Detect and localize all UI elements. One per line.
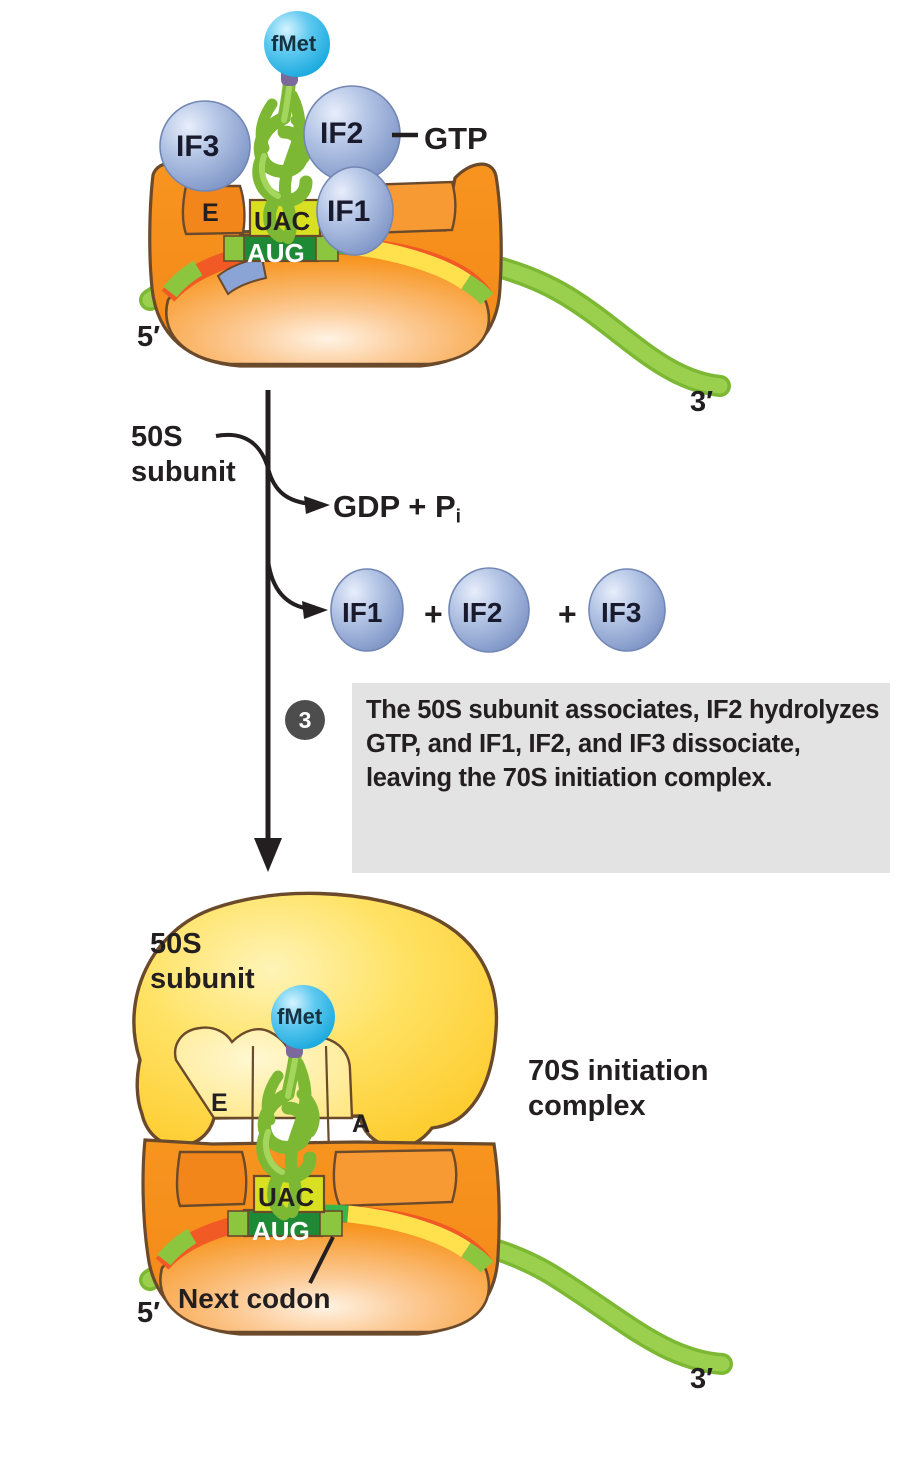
ribosome-30s-bottom (141, 1138, 501, 1336)
gdp-subscript: i (455, 506, 461, 528)
if2-label-top: IF2 (320, 117, 364, 150)
codon-label-top: AUG (247, 238, 305, 268)
incoming-50s-line2: subunit (131, 456, 236, 489)
trna-bottom (256, 1038, 320, 1221)
70s-complex-label: 70S initiation complex (528, 1054, 708, 1125)
anticodon-label-bottom: UAC (258, 1182, 315, 1212)
e-site-label-bottom: E (211, 1089, 228, 1117)
incoming-50s-line1: 50S (131, 421, 183, 453)
if2-sphere-released (448, 567, 530, 653)
fmet-label-bottom: fMet (277, 1004, 323, 1029)
five-prime-label-top: 5′ (137, 321, 161, 353)
next-codon-pointer (308, 1236, 335, 1284)
if3-sphere-released (588, 568, 666, 652)
if3-label-top: IF3 (176, 130, 220, 163)
fmet-sphere-bottom (271, 985, 335, 1049)
incoming-50s-subunit-label: 50S subunit (131, 420, 236, 491)
plus-sign-2: + (558, 596, 577, 632)
trna-top (252, 66, 314, 244)
three-prime-label-bottom: 3′ (690, 1363, 714, 1395)
next-codon-label: Next codon (178, 1283, 331, 1314)
reaction-arrows (215, 390, 330, 872)
three-prime-label-top: 3′ (690, 386, 714, 418)
if2-label-released: IF2 (462, 597, 503, 628)
if1-label-top: IF1 (327, 195, 371, 228)
step-callout-box (352, 683, 890, 873)
codon-label-bottom: AUG (252, 1216, 310, 1246)
70s-line2: complex (528, 1090, 646, 1123)
if1-sphere-top (316, 166, 394, 256)
e-site-label-top: E (202, 199, 219, 227)
five-prime-label-bottom: 5′ (137, 1297, 161, 1329)
50s-line1: 50S (150, 928, 202, 960)
if1-sphere-released (330, 568, 404, 652)
step-description-text: The 50S subunit associates, IF2 hydrolyz… (366, 696, 880, 792)
a-site-label-bottom: A (352, 1110, 371, 1138)
fmet-label-top: fMet (271, 31, 317, 56)
if3-sphere-top (159, 100, 251, 192)
fmet-sphere-top (264, 11, 330, 77)
plus-sign-1: + (424, 596, 443, 632)
gtp-label: GTP (424, 121, 488, 156)
if3-label-released: IF3 (601, 597, 642, 628)
50s-subunit-label-bottom: 50S subunit (150, 927, 255, 998)
70s-line1: 70S initiation (528, 1055, 709, 1087)
gdp-products-label: GDP + Pi (333, 488, 461, 529)
if1-label-released: IF1 (342, 597, 383, 628)
50s-line2: subunit (150, 963, 255, 996)
anticodon-label-top: UAC (254, 206, 311, 236)
step-number-badge: 3 (285, 700, 325, 740)
gdp-text: GDP + P (333, 489, 456, 524)
